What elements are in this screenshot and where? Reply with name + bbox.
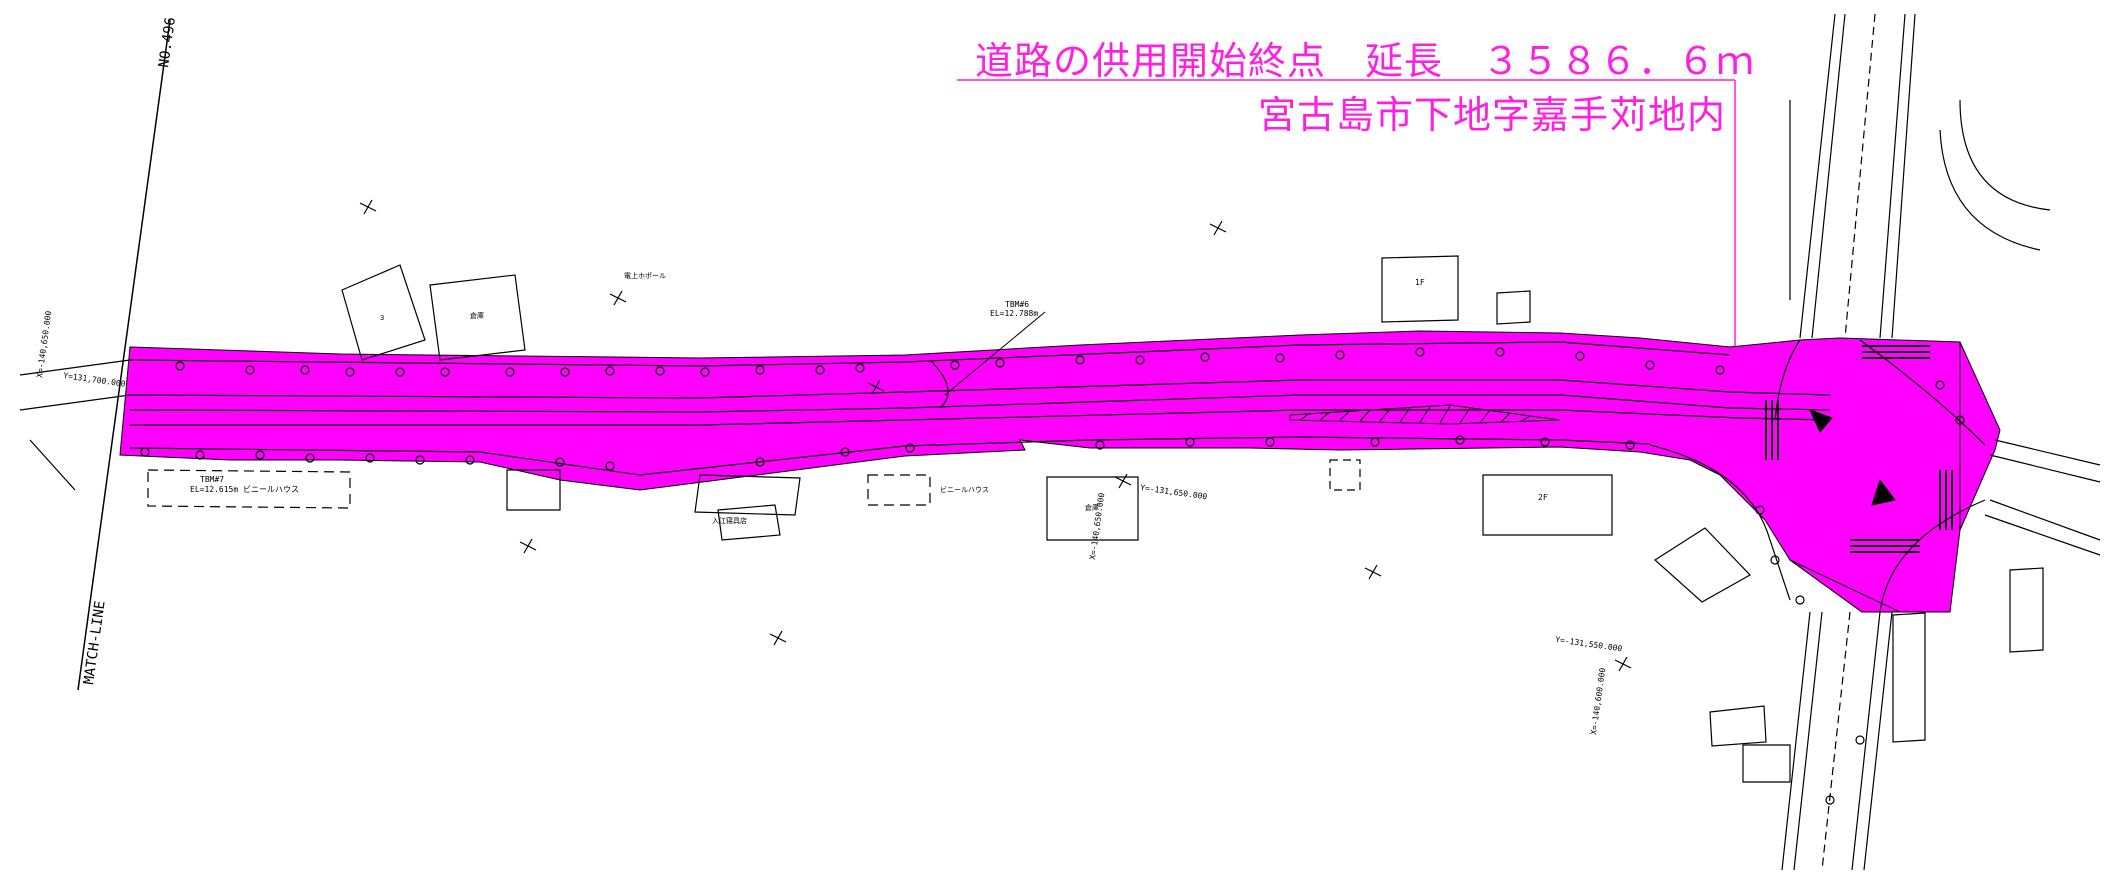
building <box>1742 744 1791 783</box>
coord-y-left: Y=131,700.000 <box>63 371 126 389</box>
coord-x-right: X=-140,600.000 <box>1589 667 1607 735</box>
road-fixtures <box>140 347 1965 805</box>
building <box>1496 290 1531 325</box>
tbm7-label: TBM#7 <box>200 475 224 484</box>
building <box>717 504 781 541</box>
pole-label: 電上ホポール <box>624 271 666 280</box>
buildings <box>147 255 2044 783</box>
building <box>1329 459 1361 491</box>
tbm6-el-label: EL=12.788m <box>990 309 1038 318</box>
building <box>429 274 526 361</box>
match-line <box>77 19 171 691</box>
building <box>506 469 561 511</box>
building <box>1709 705 1767 747</box>
title-line-2: 宮古島市下地字嘉手苅地内 <box>1258 93 1727 137</box>
coord-x-left: X=-140,650.000 <box>35 310 53 378</box>
building <box>1482 474 1613 536</box>
building <box>147 469 351 509</box>
building-label-1f: 1F <box>1415 278 1425 287</box>
building <box>1654 527 1751 603</box>
tbm6-leader <box>944 311 1046 396</box>
hatched-island <box>1289 404 1896 506</box>
survey-marks <box>359 199 1632 672</box>
station-label: NO.496 <box>156 16 179 68</box>
building-label-irie: 入江寝具店 <box>712 516 747 525</box>
lane-lines <box>129 339 1986 613</box>
intersection-east-leg <box>1959 341 2001 531</box>
cross-road-north-south <box>1781 13 2051 871</box>
road-area <box>119 330 2001 613</box>
building-label-souko: 倉庫 <box>470 311 484 320</box>
coord-x-mid: X=-140,650.000 <box>1088 492 1106 560</box>
coord-y-right: Y=-131,550.000 <box>1555 635 1623 653</box>
road-south-leg <box>1789 559 1950 613</box>
building <box>867 474 931 506</box>
coord-y-mid: Y=-131,650.000 <box>1140 483 1208 501</box>
crosswalks <box>1765 345 1953 553</box>
cross-road-east-west <box>19 359 2101 556</box>
tbm6-label: TBM#6 <box>1005 300 1029 309</box>
title-line-1: 道路の供用開始終点 延長 ３５８６．６ｍ <box>975 39 1756 83</box>
building-label-2f: 2F <box>1538 493 1548 502</box>
building <box>1381 255 1459 323</box>
tbm7-el-label: EL=12.615m ビニールハウス <box>190 485 299 494</box>
building <box>1892 612 1926 743</box>
building-label-3: 3 <box>380 314 384 322</box>
road-main-section <box>119 330 1996 613</box>
building <box>694 474 801 516</box>
building <box>1046 476 1139 541</box>
building <box>341 264 426 361</box>
building <box>2009 567 2044 653</box>
match-line-label: MATCH-LINE <box>81 600 109 686</box>
building-label-vinyl: ビニールハウス <box>940 485 989 494</box>
building-label-souko-2: 倉庫 <box>1085 503 1099 512</box>
title-leader <box>957 79 1736 348</box>
